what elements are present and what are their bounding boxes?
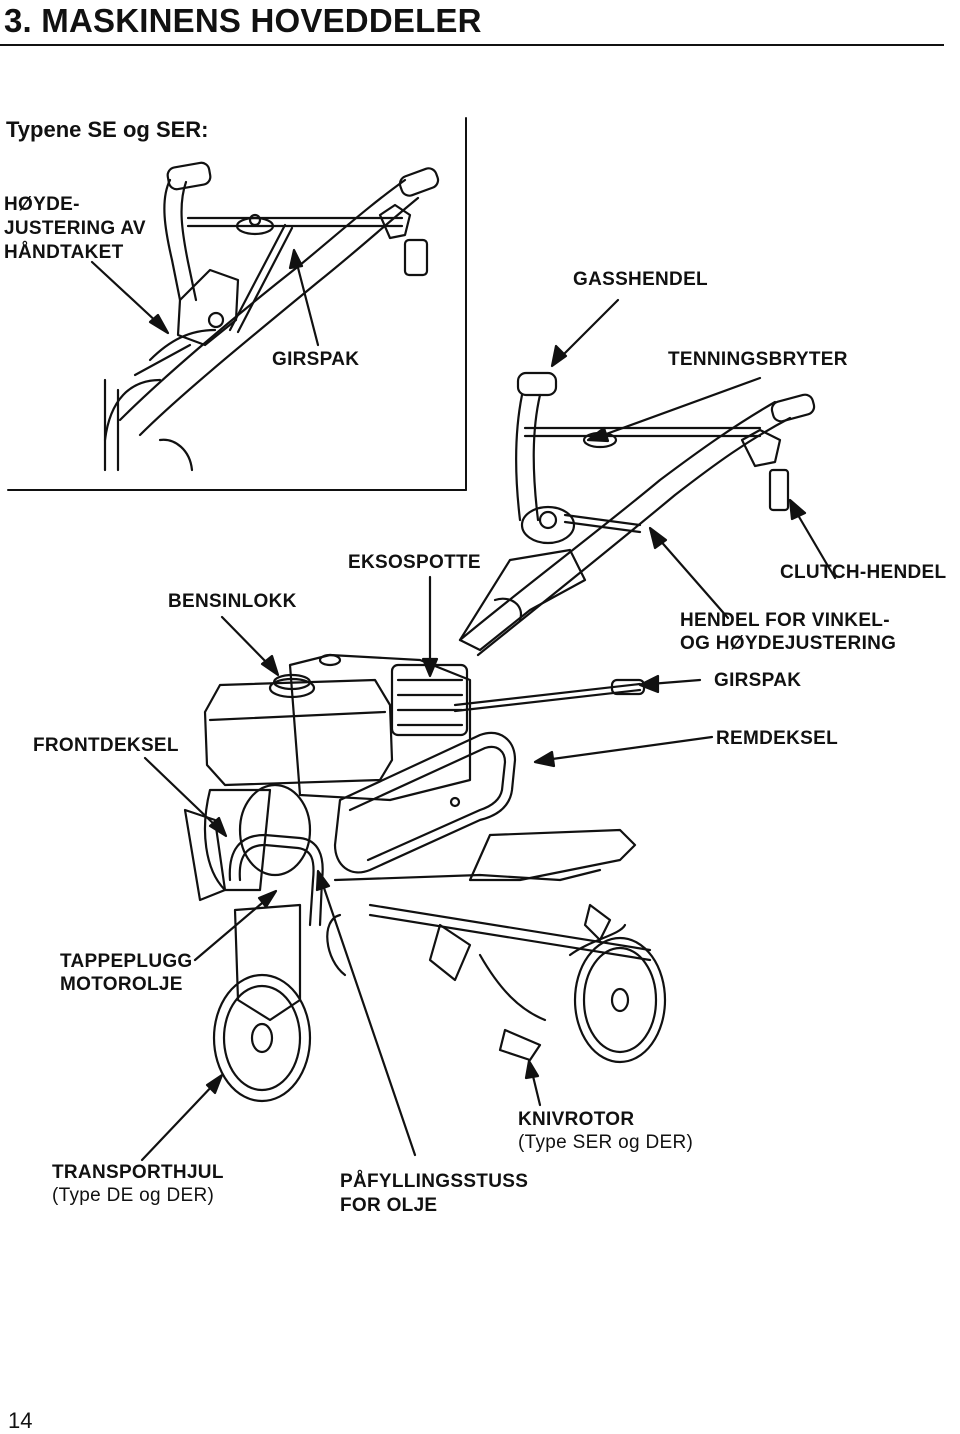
label-remdeksel: REMDEKSEL (716, 728, 838, 749)
inset-leaders (90, 248, 320, 347)
label-pafyllingsstuss-line2: FOR OLJE (340, 1195, 438, 1216)
main-tiller-illustration (183, 371, 816, 1103)
callout-leaders (140, 298, 837, 1162)
label-knivrotor-note: (Type SER og DER) (518, 1132, 694, 1153)
page-number: 14 (8, 1408, 33, 1433)
label-bensinlokk: BENSINLOKK (168, 591, 297, 612)
label-eksospotte: EKSOSPOTTE (348, 552, 481, 573)
label-tenningsbryter: TENNINGSBRYTER (668, 349, 848, 370)
label-girspak-inset: GIRSPAK (272, 349, 360, 370)
page-title: 3. MASKINENS HOVEDDELER (4, 2, 482, 39)
label-gasshendel: GASSHENDEL (573, 269, 708, 290)
label-hendel-vinkel-line1: HENDEL FOR VINKEL- (680, 610, 890, 631)
label-tappeplugg-line1: TAPPEPLUGG (60, 951, 193, 972)
label-girspak: GIRSPAK (714, 670, 802, 691)
label-clutch-hendel: CLUTCH-HENDEL (780, 562, 947, 583)
label-tappeplugg-line2: MOTOROLJE (60, 974, 183, 995)
label-transporthjul-note: (Type DE og DER) (52, 1185, 215, 1206)
label-hoyde-justering-line2: JUSTERING AV (4, 218, 146, 239)
label-transporthjul: TRANSPORTHJUL (52, 1162, 224, 1183)
label-hendel-vinkel-line2: OG HØYDEJUSTERING (680, 633, 897, 654)
model-subtitle: Typene SE og SER: (6, 117, 209, 142)
title-rule (0, 44, 944, 46)
inset-handle-illustration (103, 161, 440, 472)
label-knivrotor: KNIVROTOR (518, 1109, 635, 1130)
label-hoyde-justering-line1: HØYDE- (4, 194, 80, 215)
label-hoyde-justering-line3: HÅNDTAKET (4, 242, 124, 263)
inset-frame (7, 117, 467, 491)
label-frontdeksel: FRONTDEKSEL (33, 735, 179, 756)
label-pafyllingsstuss-line1: PÅFYLLINGSSTUSS (340, 1171, 529, 1192)
